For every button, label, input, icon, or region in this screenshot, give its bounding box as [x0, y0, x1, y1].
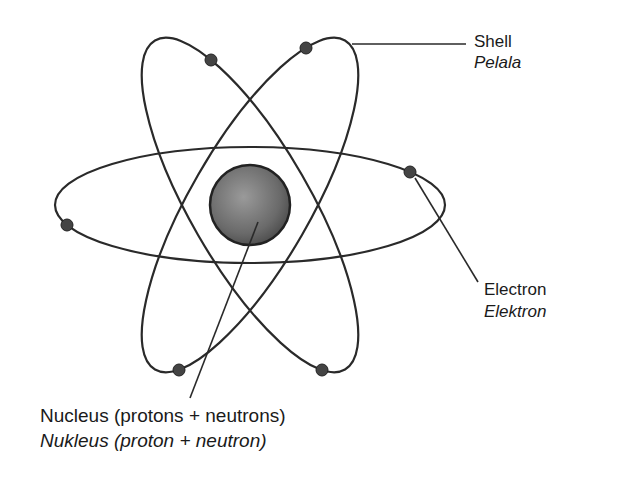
electron-label: Electron [484, 280, 546, 300]
electron-dot [316, 364, 328, 376]
electron-dot [205, 54, 217, 66]
nucleus [210, 165, 290, 245]
leader-line [190, 222, 258, 398]
shell-label-translation: Pelala [474, 53, 521, 73]
electron-dot [61, 219, 73, 231]
leader-line [415, 178, 478, 282]
orbit-shell [55, 147, 445, 263]
nucleus-label: Nucleus (protons + neutrons) [40, 405, 286, 427]
electron-label-translation: Elektron [484, 302, 546, 322]
nucleus-label-translation: Nukleus (proton + neutron) [40, 430, 267, 452]
shell-label: Shell [474, 32, 512, 52]
electron-dot [300, 42, 312, 54]
orbit-shell [103, 10, 397, 399]
orbit-shell [103, 10, 397, 399]
electron-dot [404, 166, 416, 178]
electron-dot [173, 364, 185, 376]
leader-line [352, 43, 466, 45]
